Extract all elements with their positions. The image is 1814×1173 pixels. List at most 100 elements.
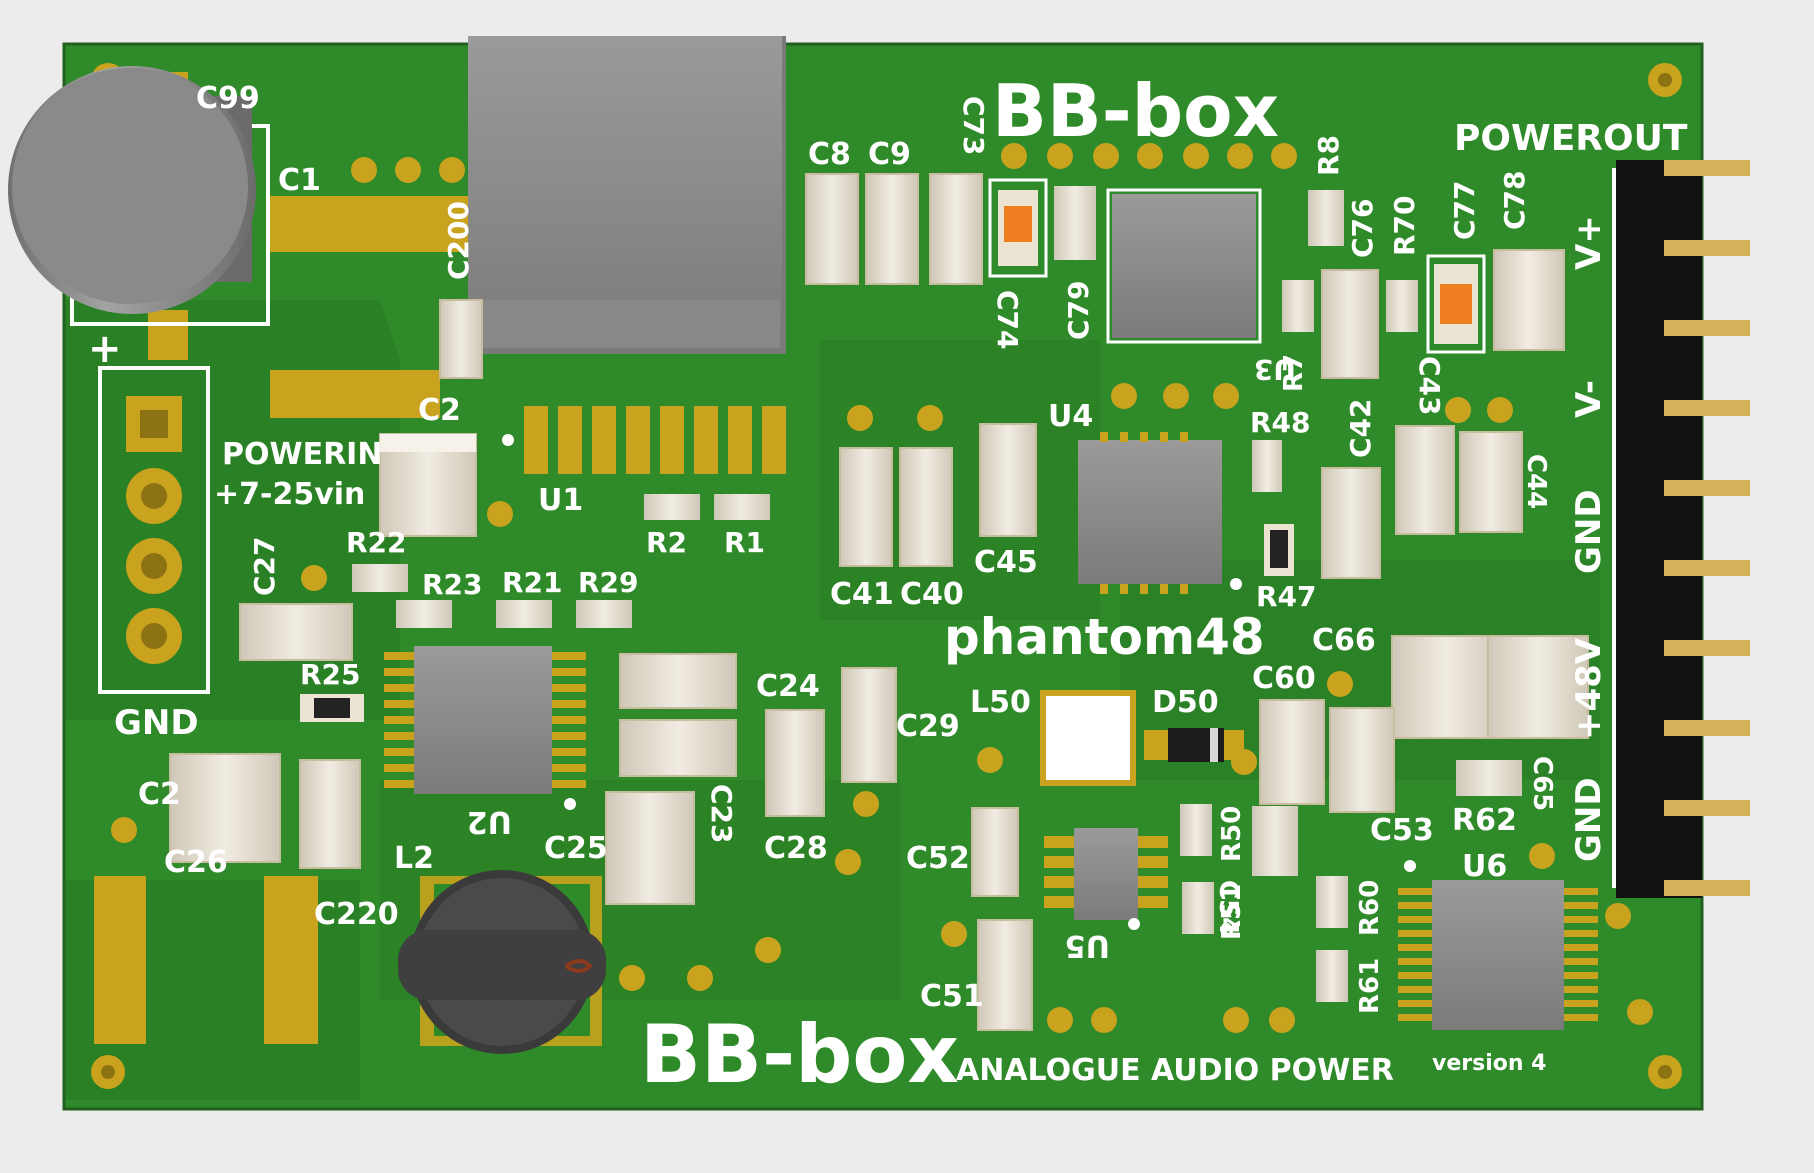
regulator-module <box>468 36 786 354</box>
u2-pins <box>384 652 586 788</box>
u4-pads <box>1100 432 1188 594</box>
label-c200: C200 <box>442 201 475 280</box>
label-u2: U2 <box>467 804 512 839</box>
label-r2: R2 <box>646 526 687 559</box>
label-r61: R61 <box>1355 958 1385 1014</box>
c29-part <box>841 667 897 783</box>
board-version: version 4 <box>1432 1051 1547 1076</box>
label-c42: C42 <box>1344 398 1377 458</box>
label-c45: C45 <box>974 545 1038 580</box>
c74-band <box>1004 206 1032 242</box>
top-caps <box>805 173 983 285</box>
c44-part <box>1459 431 1523 533</box>
powerin-outline <box>98 366 210 694</box>
powerout-pin-vplus: V+ <box>1569 215 1609 270</box>
r2-part <box>644 494 700 520</box>
u2-chip <box>414 646 552 794</box>
label-l50: L50 <box>970 685 1031 720</box>
l50-body <box>1046 696 1130 780</box>
u3-chip <box>1112 194 1256 338</box>
label-c27: C27 <box>248 536 281 596</box>
label-c60: C60 <box>1252 661 1316 696</box>
label-r29: R29 <box>578 566 639 599</box>
label-c54: C54 <box>1213 880 1243 935</box>
powerin-title: POWERIN <box>222 437 382 472</box>
label-c65: C65 <box>1527 756 1557 811</box>
left-mid-parts <box>239 564 632 722</box>
label-c53: C53 <box>1370 813 1434 848</box>
label-u5: U5 <box>1065 928 1110 963</box>
r61-part <box>1316 950 1348 1002</box>
r60-part <box>1316 876 1348 928</box>
label-r7: R7 <box>1279 354 1309 392</box>
c2-top <box>380 434 476 452</box>
label-c51: C51 <box>920 979 984 1014</box>
label-c8: C8 <box>808 137 851 172</box>
label-c2: C2 <box>418 393 461 428</box>
label-r62: R62 <box>1452 803 1517 838</box>
mid-caps <box>839 423 1037 567</box>
r51-part <box>1182 882 1214 934</box>
label-r70: R70 <box>1388 195 1421 256</box>
u1-pin1-dot <box>502 434 514 446</box>
label-c28: C28 <box>764 831 828 866</box>
label-c77: C77 <box>1448 180 1481 240</box>
label-r25: R25 <box>300 658 361 691</box>
label-r22: R22 <box>346 526 407 559</box>
l2-inductor <box>398 870 606 1054</box>
powerout-outline <box>1612 168 1618 888</box>
label-c1: C1 <box>278 163 321 198</box>
c26-part <box>169 753 281 863</box>
label-c44: C44 <box>1521 454 1551 509</box>
u2-pin1-dot <box>564 798 576 810</box>
r50-part <box>1180 804 1212 856</box>
powerin-pads <box>126 396 182 664</box>
label-r8: R8 <box>1312 135 1345 176</box>
label-c41: C41 <box>830 577 894 612</box>
u3-outline <box>1106 188 1262 344</box>
label-l2: L2 <box>394 841 434 876</box>
label-c73: C73 <box>957 96 990 156</box>
powerin-range: +7-25vin <box>214 477 365 512</box>
label-c74: C74 <box>991 290 1024 350</box>
label-u6: U6 <box>1462 849 1507 884</box>
label-r51: R51 <box>1217 884 1247 940</box>
label-r47: R47 <box>1256 580 1317 613</box>
top-right-parts <box>1282 190 1565 379</box>
board-title-bottom: BB-box <box>640 1008 959 1101</box>
label-c52: C52 <box>906 841 970 876</box>
label-c99: C99 <box>196 81 260 116</box>
c25-part <box>605 791 695 905</box>
u6-chip <box>1432 880 1564 1030</box>
u1-pins <box>524 406 786 474</box>
label-u3: U3 <box>1254 353 1296 386</box>
label-r48: R48 <box>1250 406 1311 439</box>
board-title-top: BB-box <box>992 69 1279 153</box>
vias <box>111 143 1653 1033</box>
c52-part <box>971 807 1019 897</box>
powerout-pin-vminus: V- <box>1569 380 1609 418</box>
u5-pin1-dot <box>1128 918 1140 930</box>
label-c78: C78 <box>1498 170 1531 230</box>
u5-pins <box>1044 836 1168 908</box>
label-c66: C66 <box>1312 623 1376 658</box>
powerin-gnd: GND <box>114 703 199 743</box>
phantom-label: phantom48 <box>944 608 1265 666</box>
label-c9: C9 <box>868 137 911 172</box>
powerin-plus: + <box>88 326 122 372</box>
r47-body <box>1270 530 1288 568</box>
c74-outline <box>988 178 1048 278</box>
label-c25: C25 <box>544 831 608 866</box>
u5-chip <box>1074 828 1138 920</box>
label-c76: C76 <box>1346 198 1379 258</box>
powerout-pin-48v: +48V <box>1569 637 1609 740</box>
label-c24: C24 <box>756 669 820 704</box>
powerout-pins <box>1664 160 1750 896</box>
label-c21: C2 <box>138 777 181 812</box>
c54-part <box>1252 806 1298 876</box>
c28-part <box>765 709 825 817</box>
label-c23: C23 <box>705 784 738 844</box>
r1-part <box>714 494 770 520</box>
label-c79: C79 <box>1062 280 1095 340</box>
c66-part-b <box>1487 635 1589 739</box>
